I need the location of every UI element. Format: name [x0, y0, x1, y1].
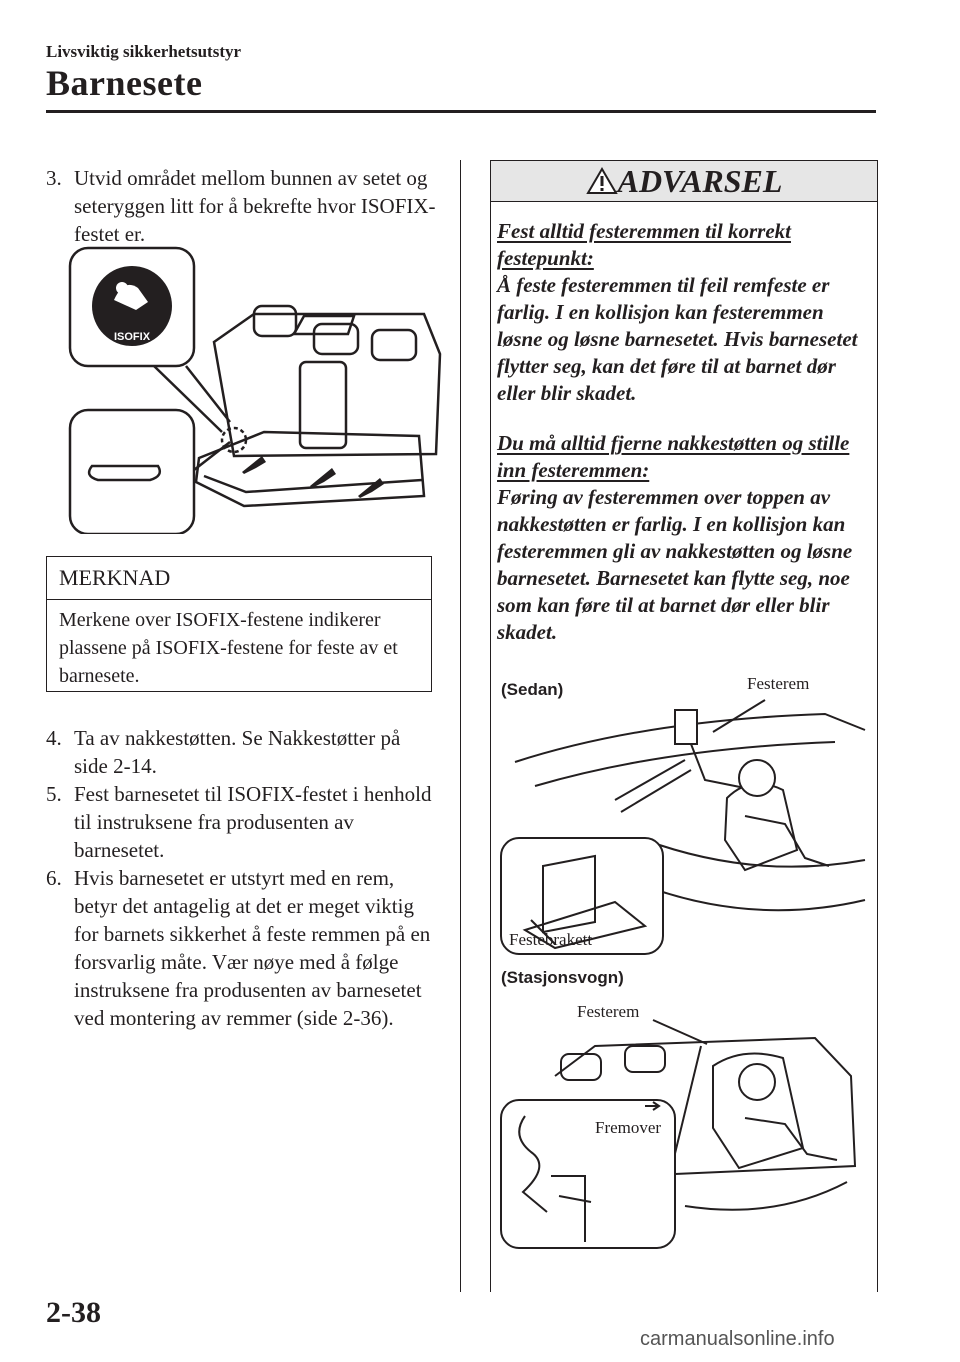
warning-paragraph-2: Du må alltid fjerne nakkestøtten og stil…	[497, 430, 867, 646]
forward-arrow-icon	[645, 1101, 661, 1111]
warning-p2-title: Du må alltid fjerne nakkestøtten og stil…	[497, 431, 850, 482]
warning-p1-title: Fest alltid festeremmen til korrekt fest…	[497, 219, 791, 270]
warning-heading: ADVARSEL	[491, 160, 877, 202]
warning-p1-body: Å feste festeremmen til feil remfeste er…	[497, 273, 858, 405]
note-heading: MERKNAD	[47, 557, 431, 600]
sedan-label: (Sedan)	[501, 680, 564, 699]
isofix-badge-text: ISOFIX	[114, 331, 151, 343]
wagon-forward-label: Fremover	[595, 1118, 662, 1137]
sedan-strap-label: Festerem	[747, 674, 810, 693]
warning-paragraph-1: Fest alltid festeremmen til korrekt fest…	[497, 218, 867, 407]
page-title: Barnesete	[46, 63, 203, 103]
step-text: Utvid området mellom bunnen av setet og …	[74, 166, 436, 246]
isofix-seat-illustration: ISOFIX	[68, 246, 442, 534]
sedan-tether-illustration	[500, 699, 866, 955]
step-text: Ta av nakkestøtten. Se Nakkestøtter på s…	[74, 726, 401, 778]
wagon-tether-illustration	[500, 1019, 857, 1249]
note-body: Merkene over ISOFIX-festene indikerer pl…	[59, 609, 398, 687]
warning-heading-text: ADVARSEL	[617, 163, 783, 199]
step-number: 4.	[46, 726, 62, 750]
section-label: Livsviktig sikkerhetsutstyr	[46, 42, 242, 61]
step-number: 3.	[46, 166, 62, 190]
step-5: 5. Fest barnesetet til ISOFIX-festet i h…	[46, 780, 436, 864]
note-box: MERKNAD Merkene over ISOFIX-festene indi…	[46, 556, 432, 692]
wagon-label: (Stasjonsvogn)	[501, 968, 624, 987]
step-4: 4. Ta av nakkestøtten. Se Nakkestøtter p…	[46, 724, 436, 780]
title-rule	[46, 110, 876, 113]
step-6: 6. Hvis barnesetet er utstyrt med en rem…	[46, 864, 436, 1032]
step-number: 5.	[46, 782, 62, 806]
sedan-bracket-label: Festebrakett	[509, 930, 593, 949]
warning-p2-body: Føring av festeremmen over toppen av nak…	[497, 485, 853, 644]
step-text: Hvis barnesetet er utstyrt med en rem, b…	[74, 866, 431, 1030]
watermark: carmanualsonline.info	[640, 1328, 835, 1350]
warning-triangle-icon	[585, 167, 618, 194]
page-number: 2-38	[46, 1296, 101, 1329]
warning-box: ADVARSEL Fest alltid festeremmen til kor…	[490, 160, 878, 1292]
step-3: 3. Utvid området mellom bunnen av setet …	[46, 164, 436, 248]
step-number: 6.	[46, 866, 62, 890]
step-text: Fest barnesetet til ISOFIX-festet i henh…	[74, 782, 432, 862]
column-divider	[460, 160, 461, 1292]
wagon-strap-label: Festerem	[577, 1002, 640, 1021]
